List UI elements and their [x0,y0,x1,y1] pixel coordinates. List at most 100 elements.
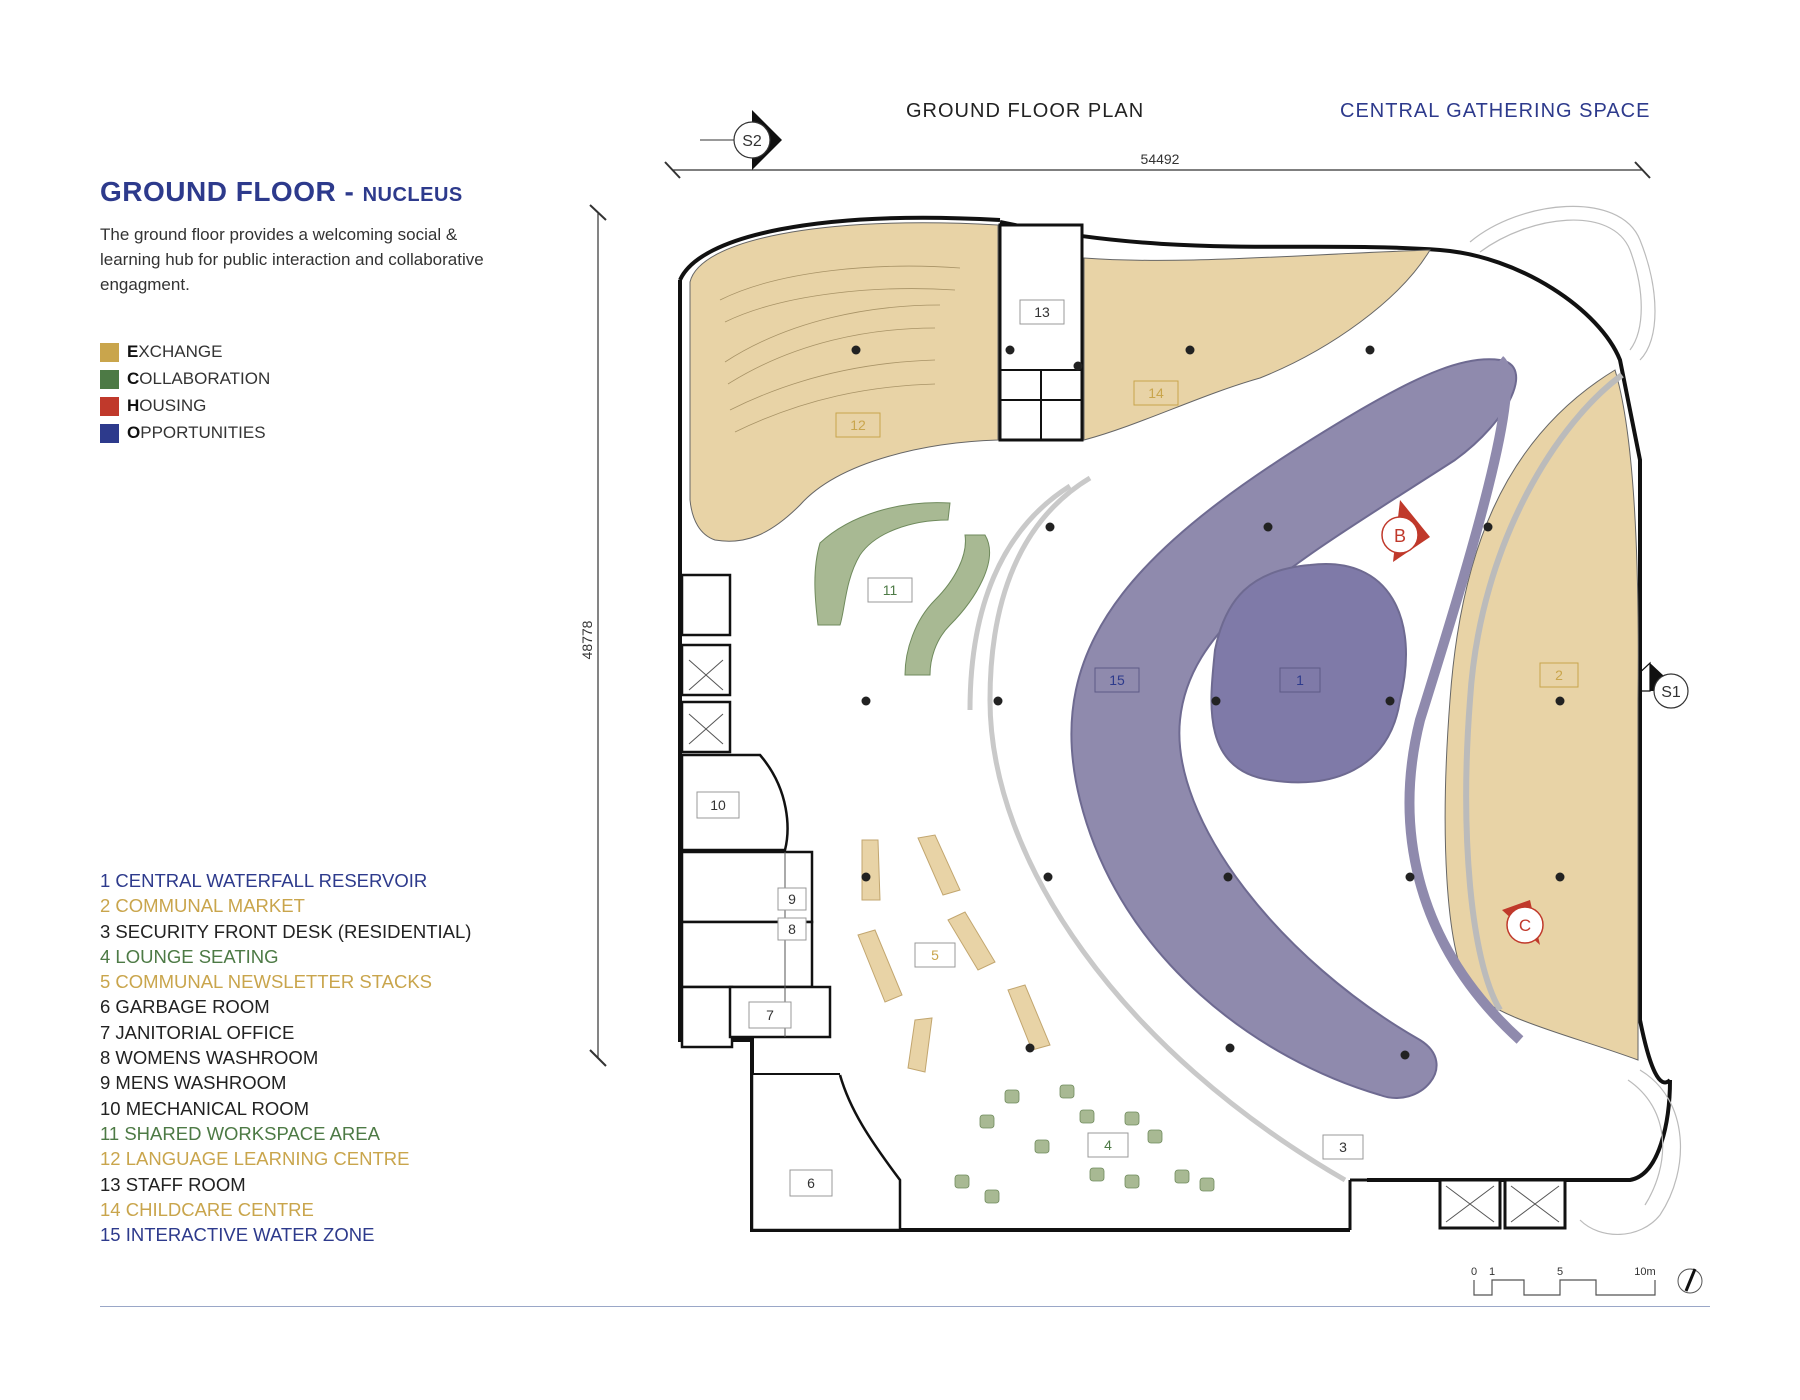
housing-swatch [100,396,119,416]
page-title: GROUND FLOOR - NUCLEUS [100,176,463,208]
plan-title: GROUND FLOOR PLAN [906,100,1145,122]
svg-text:4: 4 [1104,1137,1112,1153]
svg-text:8: 8 [788,921,796,937]
room-item-10: 10 MECHANICAL ROOM [100,1097,310,1119]
tag-7: 7 [748,1001,792,1029]
svg-text:B: B [1394,526,1406,546]
room-item-11: 11 SHARED WORKSPACE AREA [100,1122,380,1144]
structural-columns [851,345,1565,1060]
room-item-8: 8 WOMENS WASHROOM [100,1047,319,1069]
room-1-reservoir [1210,562,1407,784]
room-item-1: 1 CENTRAL WATERFALL RESERVOIR [100,870,428,891]
dimension-left [589,204,607,1067]
svg-text:13: 13 [1034,304,1050,320]
tag-3: 3 [1322,1134,1364,1160]
view-marker-c: C [1502,900,1544,945]
tag-10: 10 [696,791,740,819]
room-item-3: 3 SECURITY FRONT DESK (RESIDENTIAL) [100,920,472,942]
collaboration-swatch [100,369,119,389]
room-item-13: 13 STAFF ROOM [100,1173,246,1195]
room-item-2: 2 COMMUNAL MARKET [100,895,305,917]
svg-text:11: 11 [883,582,898,598]
section-marker-s2: S2 [700,110,782,170]
svg-text:10m: 10m [1634,1266,1655,1278]
tag-6: 6 [789,1169,833,1197]
tag-5: 5 [914,942,956,968]
classroom-desks [719,265,961,433]
view-marker-b: B [1381,500,1430,562]
svg-text:5: 5 [931,947,939,963]
svg-text:1: 1 [1489,1266,1495,1278]
tag-4: 4 [1087,1132,1129,1158]
room-14-childcare [1083,249,1431,441]
svg-text:7: 7 [766,1007,774,1023]
room-2-communal-market [1444,369,1639,1061]
room-11-bench-1 [814,502,951,626]
tag-2: 2 [1539,662,1579,688]
room-item-15: 15 INTERACTIVE WATER ZONE [100,1224,375,1246]
room-tags: 1 2 3 4 5 6 7 8 9 10 11 12 13 14 15 [696,299,1579,1197]
footer-divider [100,1306,1710,1307]
svg-text:1: 1 [1296,672,1304,688]
room-item-7: 7 JANITORIAL OFFICE [100,1021,295,1043]
space-title: CENTRAL GATHERING SPACE [1340,100,1651,122]
scale-bar: 0 1 5 10m [1471,1266,1656,1296]
tag-8: 8 [777,917,807,941]
room-item-9: 9 MENS WASHROOM [100,1072,287,1094]
svg-text:12: 12 [850,417,866,433]
curved-glazing [1469,205,1682,1236]
tag-14: 14 [1133,380,1179,406]
height-dimension: 48778 [579,620,595,659]
room-13-staff-room [998,223,1084,442]
dimension-top [664,161,1651,179]
service-core [680,573,902,1232]
svg-text:14: 14 [1148,385,1164,401]
core-x-lines [1445,1185,1560,1223]
svg-text:10: 10 [710,797,726,813]
width-dimension: 54492 [1141,151,1180,167]
svg-text:5: 5 [1557,1266,1563,1278]
walkway-rings [967,475,1347,1183]
svg-text:0: 0 [1471,1266,1477,1278]
svg-text:9: 9 [788,891,796,907]
tag-9: 9 [777,887,807,911]
intro-text: The ground floor provides a welcoming so… [100,225,484,294]
tag-11: 11 [867,577,913,603]
tag-12: 12 [835,412,881,438]
exchange-swatch [100,342,119,362]
room-item-12: 12 LANGUAGE LEARNING CENTRE [100,1148,410,1170]
tag-1: 1 [1279,667,1321,693]
room-15-water-zone [1070,358,1518,1099]
svg-text:S2: S2 [742,133,762,150]
svg-text:15: 15 [1109,672,1125,688]
room-list: 1 CENTRAL WATERFALL RESERVOIR 2 COMMUNAL… [100,868,471,1247]
exterior-walls [678,215,1672,1232]
market-edge [1463,372,1624,1012]
room-item-4: 4 LOUNGE SEATING [100,945,279,967]
room-5-newsletter-stacks [857,834,1051,1073]
north-arrow-icon [1677,1268,1703,1294]
room-item-5: 5 COMMUNAL NEWSLETTER STACKS [100,971,433,993]
title-main: GROUND FLOOR - [100,176,363,207]
svg-text:6: 6 [807,1175,815,1191]
room-item-6: 6 GARBAGE ROOM [100,996,270,1018]
tag-15: 15 [1094,667,1140,693]
svg-text:S1: S1 [1661,684,1681,701]
svg-text:C: C [1519,916,1531,935]
opportunities-swatch [100,423,119,443]
water-channel [1404,356,1524,1044]
room-item-14: 14 CHILDCARE CENTRE [100,1198,314,1220]
svg-text:3: 3 [1339,1139,1347,1155]
room-12-language-learning [689,222,999,542]
bottom-core [1348,1178,1567,1230]
svg-text:2: 2 [1555,667,1563,683]
title-sub: NUCLEUS [362,184,463,206]
room-4-lounge-seating [954,1084,1215,1204]
room-11-bench-2 [904,534,990,676]
tag-13: 13 [1019,299,1065,325]
